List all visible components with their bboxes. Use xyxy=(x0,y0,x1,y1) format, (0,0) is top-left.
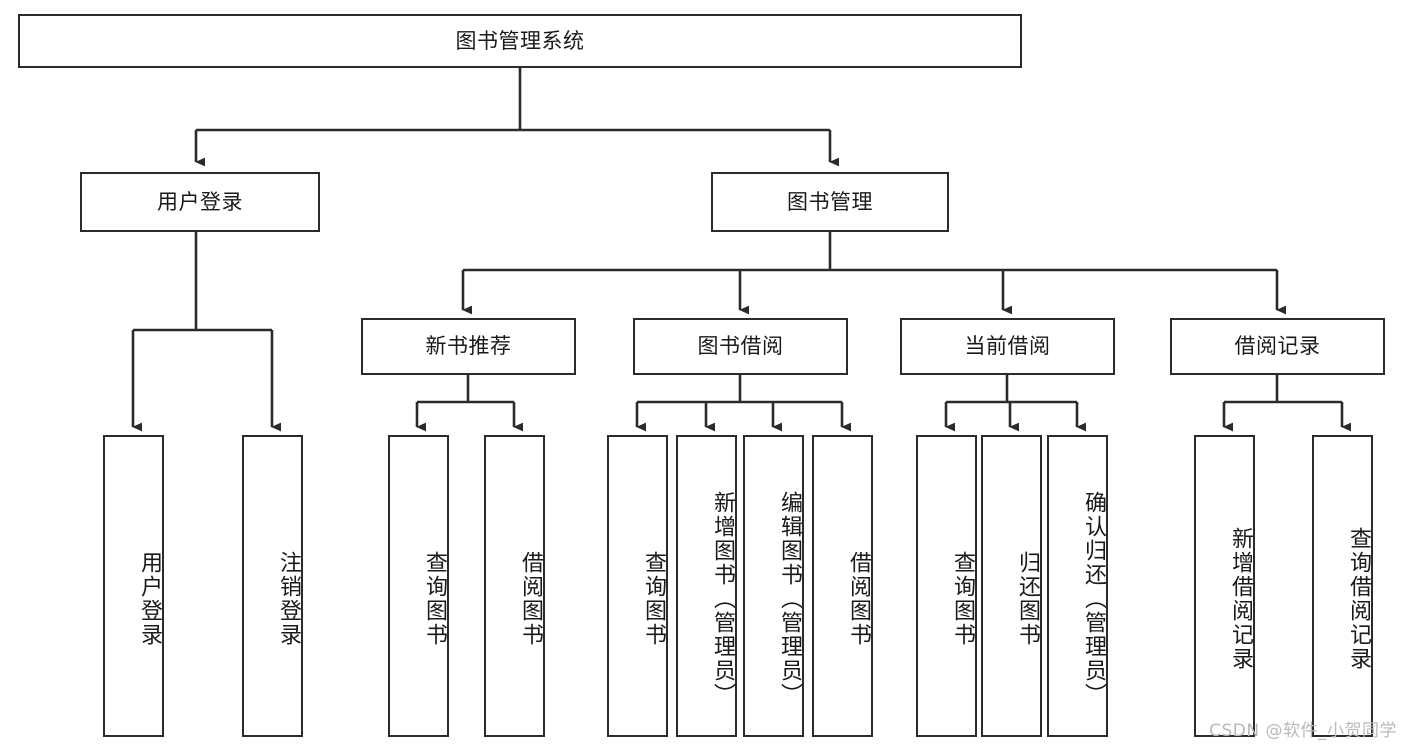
leaf-borrow-add-book-admin[interactable]: 新增图书（管理员） xyxy=(676,435,737,737)
leaf-current-confirm-return-admin[interactable]: 确认归还（管理员） xyxy=(1047,435,1108,737)
node-label: 编辑图书（管理员） xyxy=(777,491,802,707)
leaf-recommend-query-book[interactable]: 查询图书 xyxy=(388,435,449,737)
leaf-borrow-query-book[interactable]: 查询图书 xyxy=(607,435,668,737)
node-label: 新增借阅记录 xyxy=(1228,527,1253,671)
node-label: 图书借阅 xyxy=(697,334,784,359)
watermark-text: CSDN @软件_小贺同学 xyxy=(1209,721,1397,741)
node-borrow-record[interactable]: 借阅记录 xyxy=(1170,318,1385,375)
leaf-borrow-borrow-book[interactable]: 借阅图书 xyxy=(812,435,873,737)
leaf-recommend-borrow-book[interactable]: 借阅图书 xyxy=(484,435,545,737)
node-new-book-recommend[interactable]: 新书推荐 xyxy=(361,318,576,375)
node-label: 新书推荐 xyxy=(425,334,512,359)
node-current-borrow[interactable]: 当前借阅 xyxy=(900,318,1115,375)
node-label: 借阅记录 xyxy=(1234,334,1321,359)
node-label: 归还图书 xyxy=(1015,551,1040,647)
leaf-record-add-record[interactable]: 新增借阅记录 xyxy=(1194,435,1255,737)
leaf-borrow-edit-book-admin[interactable]: 编辑图书（管理员） xyxy=(743,435,804,737)
node-book-borrow[interactable]: 图书借阅 xyxy=(633,318,848,375)
node-root-system[interactable]: 图书管理系统 xyxy=(18,14,1022,68)
leaf-current-return-book[interactable]: 归还图书 xyxy=(981,435,1042,737)
node-label: 当前借阅 xyxy=(964,334,1051,359)
node-label: 注销登录 xyxy=(276,551,301,647)
leaf-user-login-logout[interactable]: 注销登录 xyxy=(242,435,303,737)
node-label: 借阅图书 xyxy=(846,551,871,647)
node-label: 用户登录 xyxy=(157,189,243,214)
node-label: 查询图书 xyxy=(422,551,447,647)
node-label: 查询借阅记录 xyxy=(1346,527,1371,671)
node-label: 确认归还（管理员） xyxy=(1081,491,1106,707)
node-label: 查询图书 xyxy=(950,551,975,647)
leaf-user-login-login[interactable]: 用户登录 xyxy=(103,435,164,737)
node-label: 图书管理 xyxy=(787,189,873,214)
leaf-current-query-book[interactable]: 查询图书 xyxy=(916,435,977,737)
node-label: 借阅图书 xyxy=(518,551,543,647)
node-user-login[interactable]: 用户登录 xyxy=(80,172,320,232)
leaf-record-query-record[interactable]: 查询借阅记录 xyxy=(1312,435,1373,737)
node-label: 图书管理系统 xyxy=(455,28,585,53)
node-label: 查询图书 xyxy=(641,551,666,647)
node-book-management[interactable]: 图书管理 xyxy=(711,172,949,232)
node-label: 新增图书（管理员） xyxy=(710,491,735,707)
node-label: 用户登录 xyxy=(137,551,162,647)
